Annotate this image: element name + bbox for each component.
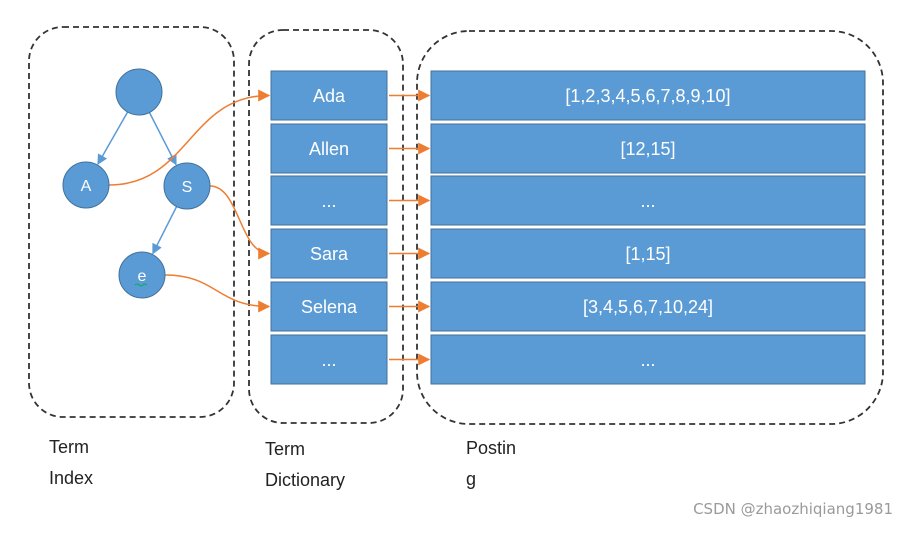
dictionary-entry-1: Allen (270, 123, 388, 174)
dictionary-entry-2: ... (270, 175, 388, 226)
index-to-dictionary-arrows (108, 89, 271, 313)
label-line: Term (265, 439, 305, 459)
posting-list-1: [12,15] (430, 123, 866, 174)
term-index-label: Term Index (49, 432, 93, 494)
posting-list-0: [1,2,3,4,5,6,7,8,9,10] (430, 70, 866, 121)
term-dictionary-label: Term Dictionary (265, 434, 345, 496)
dictionary-term: Allen (309, 139, 349, 159)
posting-list-4: [3,4,5,6,7,10,24] (430, 281, 866, 332)
link-e-to-entry-4 (164, 274, 271, 313)
posting-list-3: [1,15] (430, 228, 866, 279)
posting-values: [12,15] (620, 139, 675, 159)
dictionary-term: ... (321, 350, 336, 370)
term-index-tree-edges (97, 111, 178, 255)
posting-region (416, 30, 884, 425)
term-index-region (28, 26, 235, 418)
tree-node-e: e (118, 251, 166, 299)
posting-label: Postin g (466, 433, 516, 495)
tree-edge-s-e (152, 206, 178, 255)
node-label: A (81, 178, 92, 195)
link-s-to-entry-3 (209, 185, 271, 260)
node-label: e (138, 268, 147, 285)
label-line: g (466, 469, 477, 489)
posting-list-2: ... (430, 175, 866, 226)
dictionary-entry-3: Sara (270, 228, 388, 279)
node-label: S (182, 179, 193, 196)
posting-values: ... (640, 350, 655, 370)
dictionary-to-posting-arrows (389, 89, 431, 366)
posting-values: [3,4,5,6,7,10,24] (583, 297, 713, 317)
dictionary-term: Selena (301, 297, 358, 317)
label-line: Index (49, 468, 94, 488)
link-a-to-entry-0 (108, 89, 271, 186)
watermark: CSDN @zhaozhiqiang1981 (693, 500, 893, 518)
posting-values: [1,15] (625, 244, 670, 264)
label-line: Term (49, 437, 89, 457)
posting-list-5: ... (430, 334, 866, 385)
term-dictionary-region (248, 29, 404, 424)
posting-values: [1,2,3,4,5,6,7,8,9,10] (565, 86, 730, 106)
tree-node-s: S (163, 162, 211, 210)
dictionary-term: ... (321, 191, 336, 211)
label-line: Postin (466, 438, 517, 458)
posting-values: ... (640, 191, 655, 211)
dictionary-term: Sara (310, 244, 349, 264)
tree-node-a: A (62, 161, 110, 209)
dictionary-term: Ada (313, 86, 346, 106)
tree-edge-root-a (97, 111, 129, 166)
tree-edge-root-s (148, 112, 177, 166)
dictionary-entry-5: ... (270, 334, 388, 385)
tree-node-root (115, 68, 163, 116)
dictionary-entry-0: Ada (270, 70, 388, 121)
label-line: Dictionary (265, 470, 346, 490)
dictionary-entry-4: Selena (270, 281, 388, 332)
spellcheck-squiggle (134, 283, 148, 287)
